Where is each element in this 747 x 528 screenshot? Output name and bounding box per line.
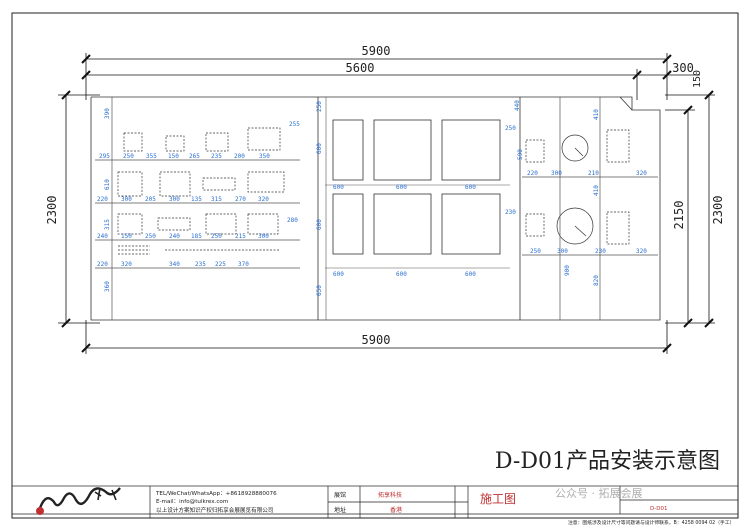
company-email-line: E-mail：info@tulkrex.com: [156, 499, 228, 505]
brand-logo: [36, 487, 121, 515]
rz-l0: 250: [505, 125, 516, 132]
dim-top-total: 5900: [362, 44, 391, 58]
lz-t7: 350: [259, 153, 270, 160]
rz-r1-1: 300: [551, 170, 562, 177]
drawing-type: 施工图: [480, 492, 516, 506]
rz-r2-3: 320: [636, 248, 647, 255]
rz-r1-0: 220: [527, 170, 538, 177]
rz-t0: 440: [514, 100, 521, 111]
lz-v1: 610: [104, 179, 111, 190]
lz-t2: 355: [146, 153, 157, 160]
dim-top-right: 300: [672, 61, 694, 75]
right-zone: [522, 97, 658, 320]
dimension-lines: [58, 53, 715, 354]
lz-r4-2: 340: [169, 261, 180, 268]
lz-r3-4: 185: [191, 233, 202, 240]
lz-r2-0: 220: [97, 196, 108, 203]
mz-r1-1: 600: [396, 184, 407, 191]
lz-r2-2: 205: [145, 196, 156, 203]
lz-s0: 255: [289, 121, 300, 128]
drawing-number: D-D01: [650, 506, 667, 512]
company-ip-line: 以上设计方案知识产权归拓享会展展览有限公司: [156, 506, 273, 514]
watermark: 公众号 · 拓展会展: [555, 486, 643, 500]
rz-r2-2: 230: [595, 248, 606, 255]
lz-s1: 280: [287, 217, 298, 224]
lz-r3-1: 150: [121, 233, 132, 240]
mz-r1-2: 600: [465, 184, 476, 191]
mz-r2-2: 600: [465, 271, 476, 278]
lz-r2-1: 300: [121, 196, 132, 203]
lz-v0: 390: [104, 108, 111, 119]
rz-l1: 230: [505, 209, 516, 216]
lz-t6: 200: [234, 153, 245, 160]
label-location: 地址: [334, 506, 346, 514]
rz-t1: 410: [593, 109, 600, 120]
rz-r1-2: 210: [588, 170, 599, 177]
middle-zone: [325, 97, 510, 320]
lz-t0: 295: [99, 153, 110, 160]
drawing-title: D-D01产品安装示意图: [495, 449, 720, 474]
rz-r1-3: 320: [636, 170, 647, 177]
rz-v3: 820: [593, 275, 600, 286]
mz-r2-1: 600: [396, 271, 407, 278]
lz-r4-4: 225: [215, 261, 226, 268]
lz-t4: 265: [189, 153, 200, 160]
rz-r2-0: 250: [530, 248, 541, 255]
left-zone-labels: 390 610 315 360 295 250 355 150 265 235 …: [97, 108, 300, 292]
company-contact-line: TEL/WeChat/WhatsApp：+8618928880076: [155, 491, 277, 497]
dim-top-inner: 5600: [346, 61, 375, 75]
lz-r4-5: 370: [238, 261, 249, 268]
lz-r4-0: 220: [97, 261, 108, 268]
dim-right-outer: 2300: [711, 196, 725, 225]
lz-r2-3: 300: [169, 196, 180, 203]
lz-t1: 250: [123, 153, 134, 160]
company-info: TEL/WeChat/WhatsApp：+8618928880076 E-mai…: [155, 491, 277, 514]
right-zone-labels: 440 410 250 230 220 300 210 320 250 300 …: [505, 100, 647, 286]
lz-r3-6: 215: [235, 233, 246, 240]
rz-r2-1: 300: [557, 248, 568, 255]
lz-r2-6: 270: [235, 196, 246, 203]
mz-lv1: 600: [316, 219, 323, 230]
lz-r3-5: 250: [211, 233, 222, 240]
location-name: 香港: [390, 506, 402, 514]
dim-right-small: 150: [692, 70, 703, 88]
lz-r3-0: 240: [97, 233, 108, 240]
overall-dimension-labels: 5900 5600 300 150 2300 2300 2150 5900: [45, 44, 725, 347]
mz-r1-0: 600: [333, 184, 344, 191]
mz-r2-0: 600: [333, 271, 344, 278]
lz-v3: 360: [104, 281, 111, 292]
lz-r2-5: 315: [211, 196, 222, 203]
lz-t3: 150: [168, 153, 179, 160]
dim-left-height: 2300: [45, 196, 59, 225]
company-name: 拓享科技: [378, 491, 402, 499]
middle-zone-labels: 250 600 600 650 600 600 600 600 600 600: [316, 101, 476, 296]
floor-plan: [90, 96, 661, 321]
mz-lv2: 650: [316, 285, 323, 296]
rz-v0: 410: [593, 185, 600, 196]
lz-r2-7: 320: [258, 196, 269, 203]
lz-r4-1: 320: [121, 261, 132, 268]
footer-note: 注意：图纸涉及设计尺寸等问题请与设计师联系，B：4258 0094 02（手工）: [568, 519, 734, 526]
rz-v1: 590: [517, 149, 524, 160]
title-block-fields: 展馆 拓享科技 地址 香港 施工图 D-D01 公众号 · 拓展会展 注意：图纸…: [334, 486, 734, 526]
lz-r2-4: 135: [191, 196, 202, 203]
lz-v2: 315: [104, 219, 111, 230]
rz-v2: 900: [564, 265, 571, 276]
lz-t5: 235: [211, 153, 222, 160]
dim-right-inner: 2150: [672, 201, 686, 230]
label-company: 展馆: [334, 491, 346, 499]
lz-r3-2: 250: [145, 233, 156, 240]
left-zone: [95, 97, 300, 320]
lz-r3-3: 240: [169, 233, 180, 240]
mz-lv0: 600: [316, 143, 323, 154]
dim-bottom-total: 5900: [362, 333, 391, 347]
title-block: [11, 485, 739, 519]
mz-top: 250: [316, 101, 323, 112]
lz-r3-7: 300: [258, 233, 269, 240]
lz-r4-3: 235: [195, 261, 206, 268]
